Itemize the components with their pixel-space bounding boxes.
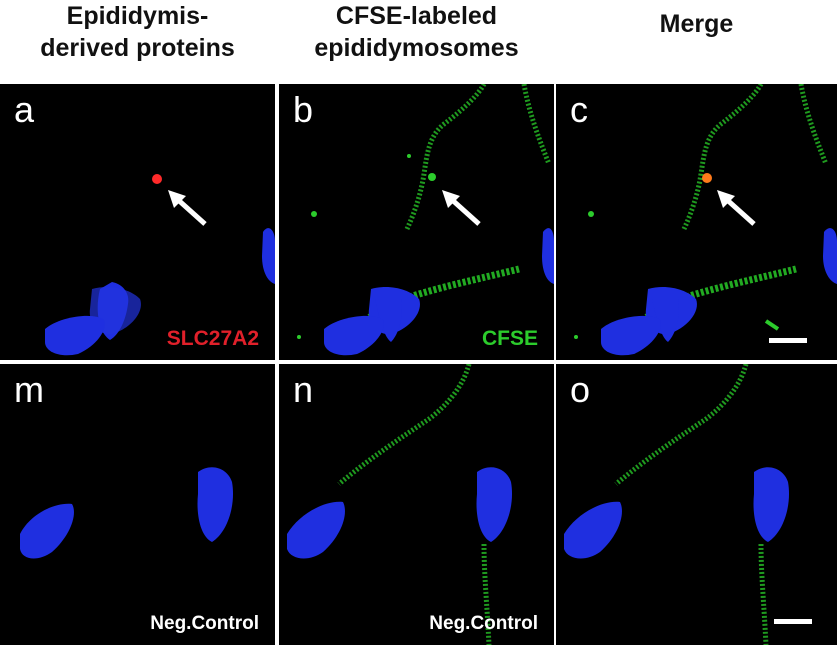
micrograph-b — [297, 84, 554, 356]
sperm-nucleus — [601, 315, 661, 356]
micrograph-a — [45, 174, 275, 356]
panel-letter: b — [293, 89, 314, 130]
channel-label-cfse: CFSE — [481, 327, 538, 350]
panel-letter: a — [14, 89, 35, 130]
panel-letter: m — [14, 369, 44, 410]
arrow-shaft — [448, 196, 481, 226]
micrograph-c — [574, 84, 837, 356]
panel-o: o — [556, 364, 837, 645]
header-line: Epididymis- — [66, 2, 209, 30]
scale-bar — [769, 338, 807, 343]
flagellum — [521, 84, 552, 165]
channel-label-neg-control: Neg.Control — [429, 613, 538, 634]
panel-letter: o — [570, 369, 591, 410]
panel-letter: n — [293, 369, 314, 410]
column-header-proteins: Epididymis- derived proteins — [0, 0, 275, 80]
sperm-nucleus — [542, 228, 554, 284]
panel-b: b CFSE — [279, 84, 554, 360]
flagellum — [481, 543, 492, 645]
micrograph-n — [287, 364, 513, 645]
protein-spot — [152, 174, 162, 184]
flagellum — [614, 364, 749, 486]
arrow-head — [442, 190, 460, 208]
flagellum — [337, 364, 472, 486]
micrograph-m — [20, 467, 234, 559]
cfse-fragment — [764, 319, 780, 331]
sperm-nucleus — [652, 299, 679, 342]
sperm-nucleus — [375, 299, 402, 342]
cfse-spot — [574, 335, 578, 339]
flagellum — [798, 84, 829, 165]
flagellum — [758, 543, 769, 645]
sperm-nucleus — [564, 501, 622, 559]
arrow-shaft — [174, 196, 207, 226]
column-header-merge: Merge — [556, 8, 837, 88]
cfse-spot — [588, 211, 594, 217]
column-header-cfse: CFSE-labeled epididymosomes — [279, 0, 554, 80]
cfse-spot — [407, 154, 411, 158]
flagellum — [404, 84, 487, 231]
arrow-shaft — [723, 196, 756, 226]
sperm-nucleus — [45, 315, 105, 356]
arrow-head — [168, 190, 186, 208]
cfse-spot — [428, 173, 436, 181]
sperm-nucleus — [476, 467, 513, 542]
cfse-spot — [297, 335, 301, 339]
channel-label-neg-control: Neg.Control — [150, 613, 259, 634]
panel-m: m Neg.Control — [0, 364, 275, 645]
sperm-nucleus — [262, 228, 275, 284]
panel-n: n Neg.Control — [279, 364, 554, 645]
cfse-spot — [311, 211, 317, 217]
panel-a: a SLC27A2 — [0, 84, 275, 360]
header-line: Merge — [659, 10, 734, 38]
sperm-nucleus — [197, 467, 234, 542]
channel-label-slc27a2: SLC27A2 — [166, 327, 259, 350]
sperm-nucleus — [823, 228, 837, 284]
header-line: CFSE-labeled — [335, 2, 498, 30]
scale-bar — [774, 619, 812, 624]
header-line: derived proteins — [40, 34, 235, 62]
flagellum — [681, 84, 764, 231]
sperm-nucleus — [20, 503, 74, 559]
micrograph-o — [564, 364, 812, 645]
sperm-nucleus — [753, 467, 790, 542]
header-line: epididymosomes — [314, 34, 519, 62]
arrow-head — [717, 190, 735, 208]
panel-c: c — [556, 84, 837, 360]
panel-letter: c — [570, 89, 588, 130]
sperm-nucleus — [287, 501, 345, 559]
sperm-nucleus — [324, 315, 384, 356]
merge-spot — [702, 173, 712, 183]
